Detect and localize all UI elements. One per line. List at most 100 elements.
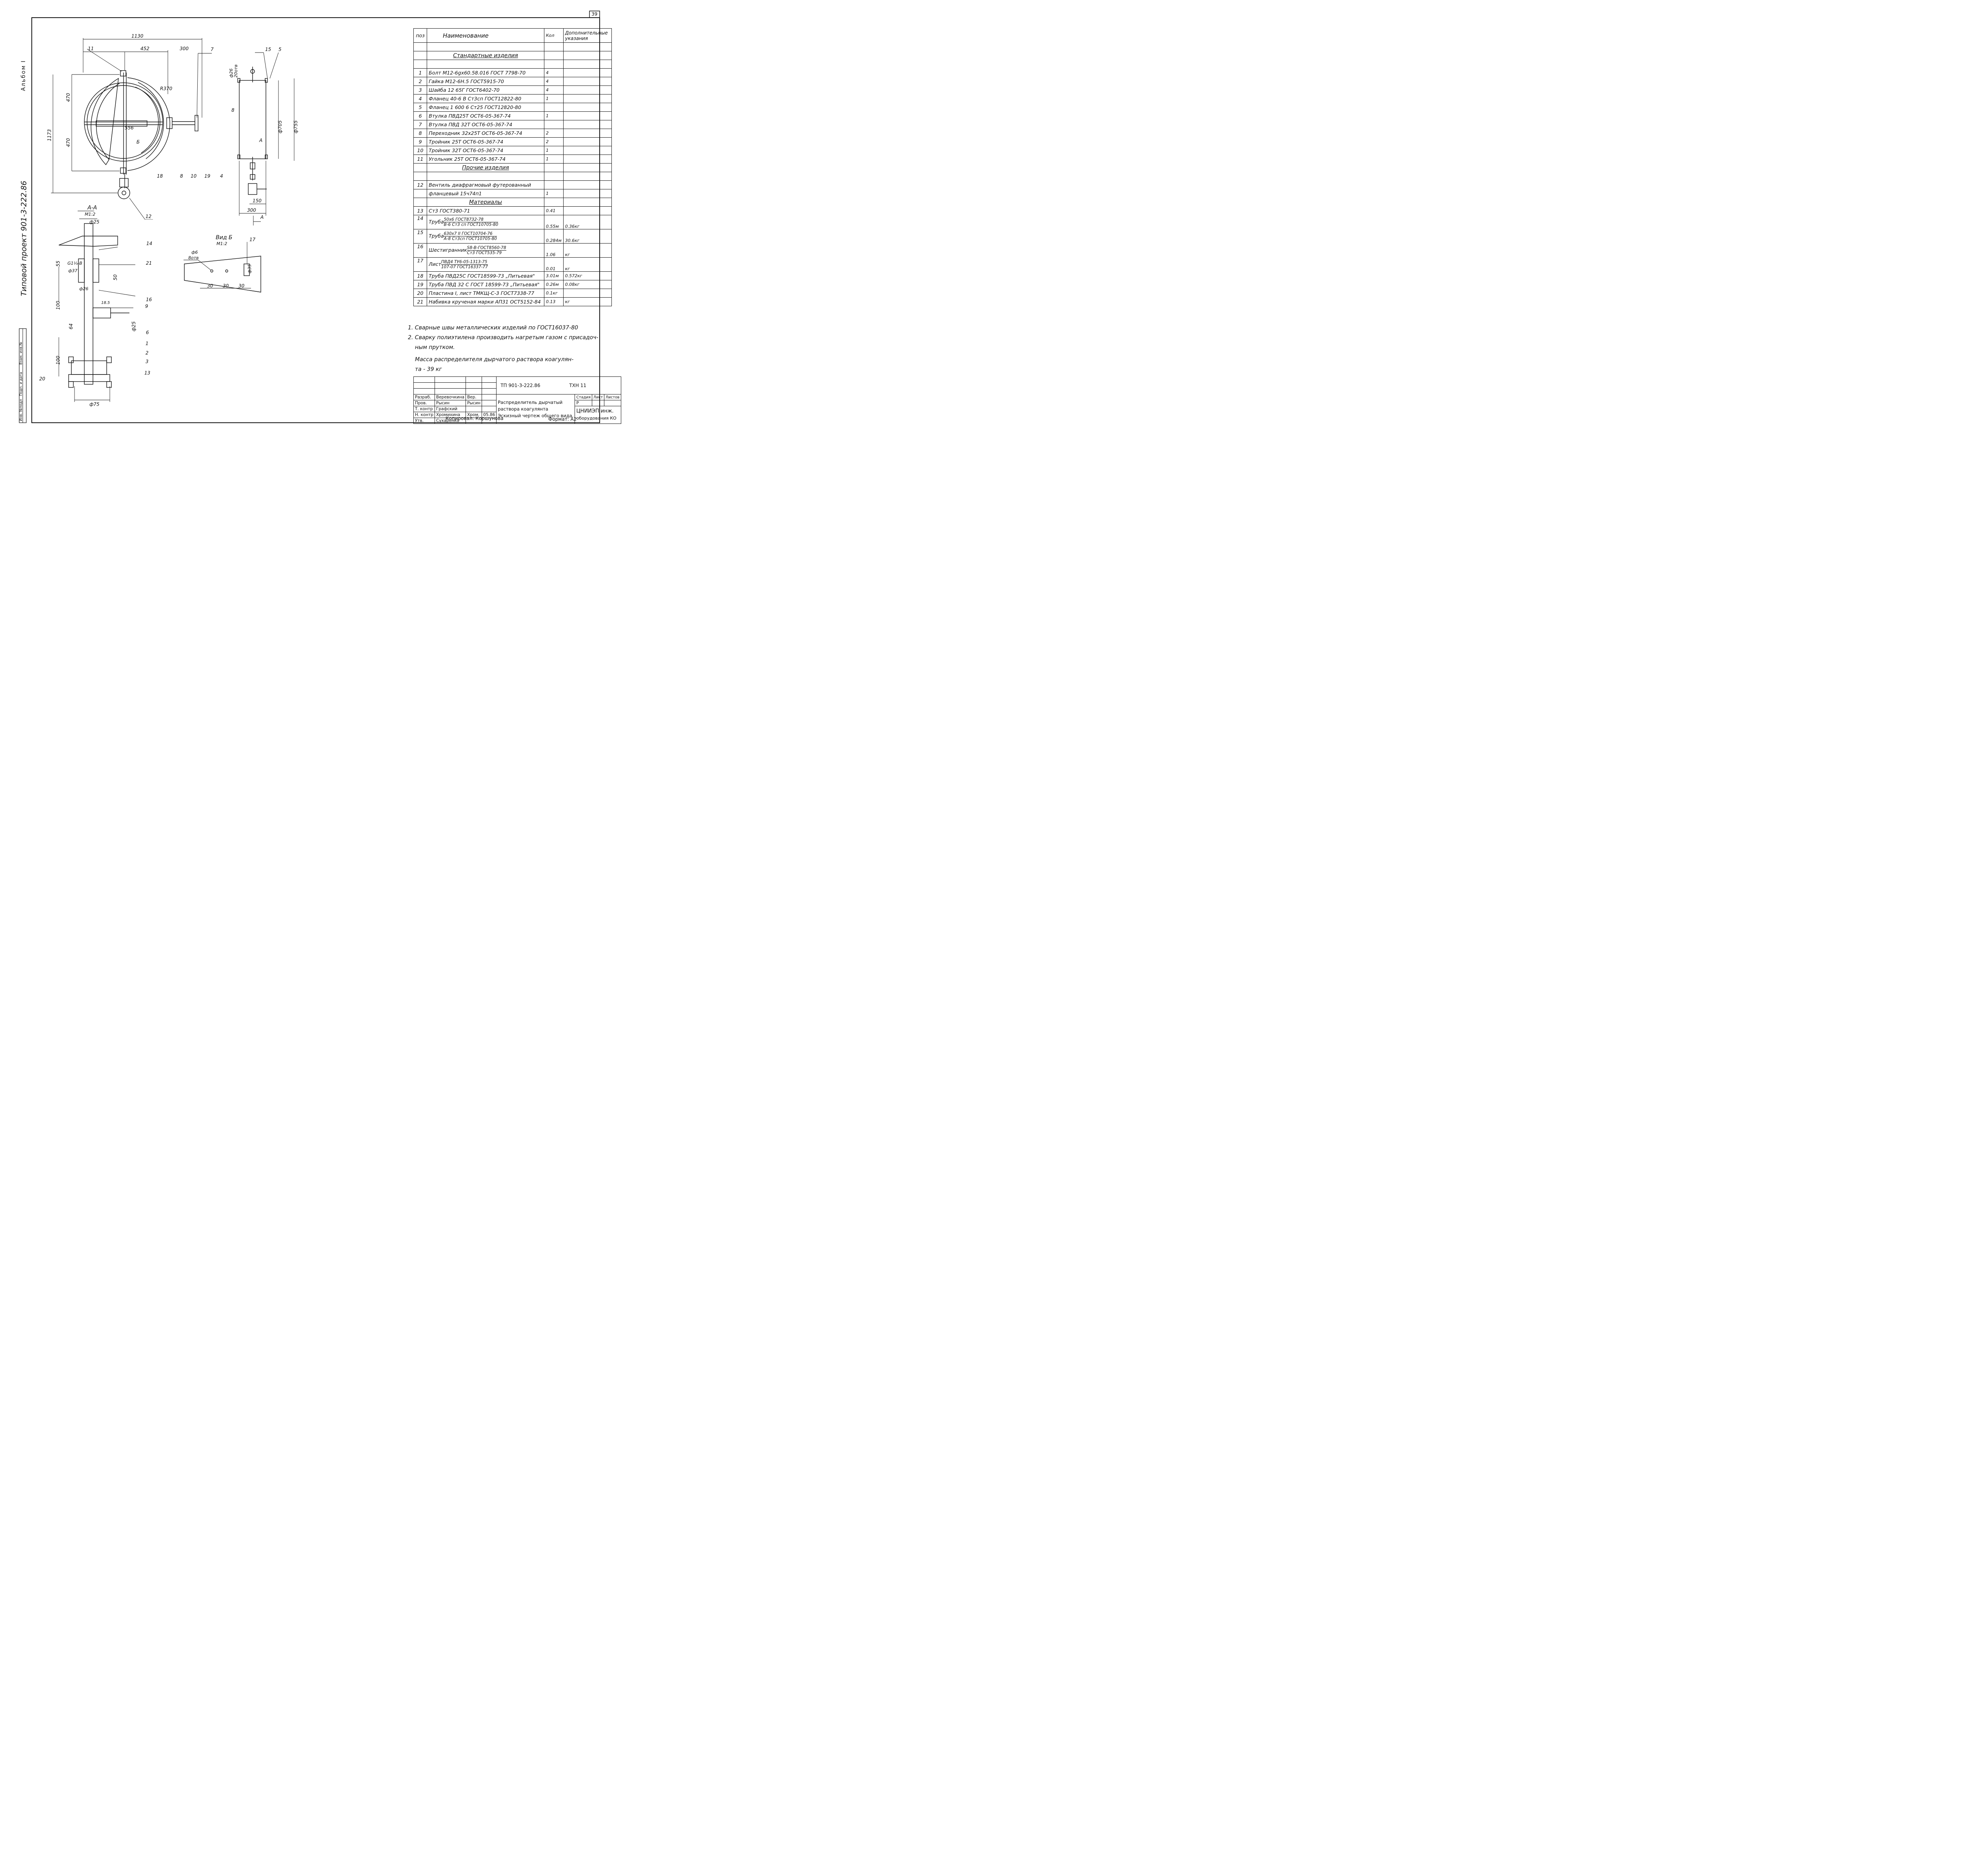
side-stamp-2: Подп. и дата — [19, 372, 23, 396]
doc-code: ТП 901-3-222.86 ТХН 11 — [496, 376, 621, 394]
side-marker-5: 5 — [278, 47, 282, 52]
note-2: 2. Сварку полиэтилена производить нагрет… — [408, 334, 598, 341]
dim-1130: 1130 — [131, 33, 144, 39]
dim-556: 556 — [125, 125, 134, 131]
side-section-a-2: А — [260, 215, 264, 220]
side-dim-8: 8 — [231, 107, 235, 113]
spec-header-name: Наименование — [427, 28, 544, 43]
aa-marker-16: 16 — [146, 297, 152, 302]
spec-header-note: Дополнительные указания — [563, 28, 612, 43]
spec-section-other: Прочие изделия — [427, 163, 544, 172]
specification-table: поз Наименование Кол Дополнительные указ… — [413, 28, 612, 306]
aa-dim-d37: ф37 — [68, 268, 77, 273]
view-b-dim-35: ф35 — [247, 264, 252, 273]
view-b-scale: М1:2 — [216, 241, 227, 246]
side-view-drawing: 15 5 8 150 300 А А ф26 20отв ф705 ф755 — [229, 47, 298, 225]
aa-dim-d25-side: ф25 — [131, 321, 136, 331]
marker-4: 4 — [220, 173, 223, 179]
aa-dim-d26: ф26 — [79, 286, 88, 291]
spec-row-12b: фланцевый 15ч74п1 1 — [413, 189, 612, 198]
view-b-dim-30-1: 30 — [207, 283, 213, 289]
marker-12: 12 — [146, 214, 151, 219]
aa-marker-2: 2 — [146, 350, 149, 356]
side-marker-15: 15 — [265, 47, 271, 52]
view-b-dim-30-2: 30 — [223, 283, 229, 289]
marker-11: 11 — [88, 46, 94, 51]
view-b-marker-17: 17 — [249, 237, 256, 242]
side-dim-d705: ф705 — [277, 120, 283, 133]
main-view-drawing: 1130 452 300 R370 556 11 7 Б 18 8 10 19 … — [47, 33, 223, 220]
dim-470-bot: 470 — [65, 138, 71, 147]
side-stamp-1: Инв. №подл — [19, 399, 23, 421]
side-section-a: А — [259, 138, 262, 143]
dim-r370: R370 — [160, 86, 173, 91]
note-2-cont: ным прутком. — [415, 344, 455, 351]
view-b-drawing: Вид Б М1:2 17 ф6 8отв 30 30 30 ф35 — [184, 234, 261, 293]
side-dim-d755: ф755 — [293, 120, 298, 133]
dim-1173: 1173 — [47, 129, 52, 141]
aa-marker-14: 14 — [146, 241, 152, 246]
page-number: 39 — [591, 11, 598, 17]
aa-dim-64: 64 — [68, 324, 74, 329]
dim-470-top: 470 — [65, 93, 71, 102]
view-b-dim-8otv: 8отв — [188, 255, 199, 260]
side-dim-300: 300 — [247, 207, 256, 213]
aa-marker-3: 3 — [146, 359, 149, 364]
section-aa-scale: М1:2 — [85, 212, 95, 217]
dim-300-top: 300 — [180, 46, 189, 51]
aa-marker-1: 1 — [146, 341, 149, 346]
format-label: Формат: А2 — [548, 416, 577, 422]
aa-dim-d75: ф75 — [89, 402, 100, 407]
section-aa-title: А-А — [87, 205, 97, 211]
side-dim-150: 150 — [253, 198, 262, 204]
aa-dim-100-top: 100 — [55, 301, 61, 310]
title-role-row: Утв.Сухаренко — [413, 418, 621, 424]
aa-marker-6: 6 — [146, 330, 149, 335]
copied-by: Копировал: Коршунова — [446, 416, 504, 421]
aa-dim-g: G1¼-В — [67, 261, 82, 266]
marker-18: 18 — [157, 173, 163, 179]
spec-header-qty: Кол — [544, 28, 564, 43]
spec-header-row: поз Наименование Кол Дополнительные указ… — [413, 28, 612, 43]
spec-header-pos: поз — [413, 28, 427, 43]
notes-block: 1. Сварные швы металлических изделий по … — [408, 323, 598, 374]
aa-dim-50: 50 — [113, 274, 118, 280]
view-b-dim-30-3: 30 — [238, 283, 245, 289]
spec-section-materials: Материалы — [427, 198, 544, 207]
note-1: 1. Сварные швы металлических изделий по … — [408, 325, 578, 331]
aa-marker-20: 20 — [39, 376, 45, 382]
title-block: ТП 901-3-222.86 ТХН 11 Разраб.Веревочкин… — [413, 376, 621, 424]
note-mass: Масса распределителя дырчатого раствора … — [415, 356, 574, 363]
marker-10: 10 — [191, 173, 197, 179]
note-mass-cont: та - 39 кг — [415, 366, 442, 373]
marker-b: Б — [136, 139, 140, 145]
marker-8: 8 — [180, 173, 183, 179]
aa-marker-9: 9 — [145, 304, 148, 309]
side-stamp-3: Взам. инв.№ — [19, 342, 23, 365]
